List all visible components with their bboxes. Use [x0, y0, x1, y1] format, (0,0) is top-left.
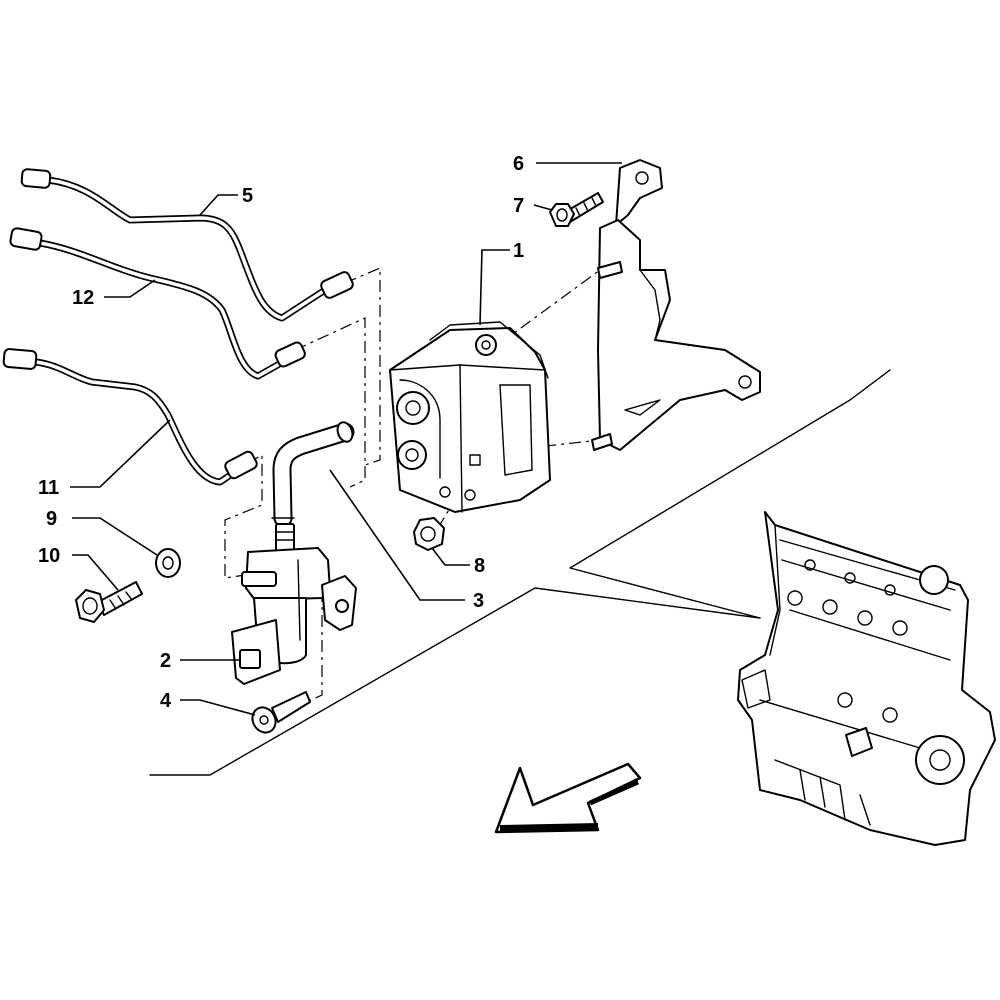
pipe-5: [20, 168, 354, 322]
nut-8: [413, 517, 445, 551]
pipe-11: [2, 348, 258, 486]
callout-10: 10: [38, 545, 60, 567]
callout-2: 2: [160, 650, 171, 672]
callout-9: 9: [46, 508, 57, 530]
hose-3: [271, 421, 355, 528]
bolt-4: [251, 691, 311, 734]
callout-7: 7: [513, 195, 524, 217]
bolt-10: [75, 581, 143, 623]
direction-arrow: [494, 762, 642, 834]
pipe-12: [9, 227, 306, 380]
bolt-7: [549, 192, 604, 227]
canister-1: [389, 321, 551, 513]
callout-6: 6: [513, 153, 524, 175]
callout-8: 8: [474, 555, 485, 577]
engine-block-thumbnail: [737, 511, 996, 846]
callout-4: 4: [160, 690, 172, 712]
callout-3: 3: [473, 590, 484, 612]
callout-12: 12: [72, 287, 94, 309]
callout-1: 1: [513, 240, 524, 262]
section-outline: [149, 369, 891, 776]
bracket-6: [591, 159, 761, 451]
callout-11: 11: [38, 477, 59, 499]
solenoid-valve-2: [231, 523, 357, 685]
callout-leaders: [70, 162, 622, 716]
callout-5: 5: [242, 185, 253, 207]
washer-9: [155, 548, 181, 578]
callout-numbers: 1 2 3 4 5 6 7 8 9 10 11 12: [38, 153, 524, 712]
